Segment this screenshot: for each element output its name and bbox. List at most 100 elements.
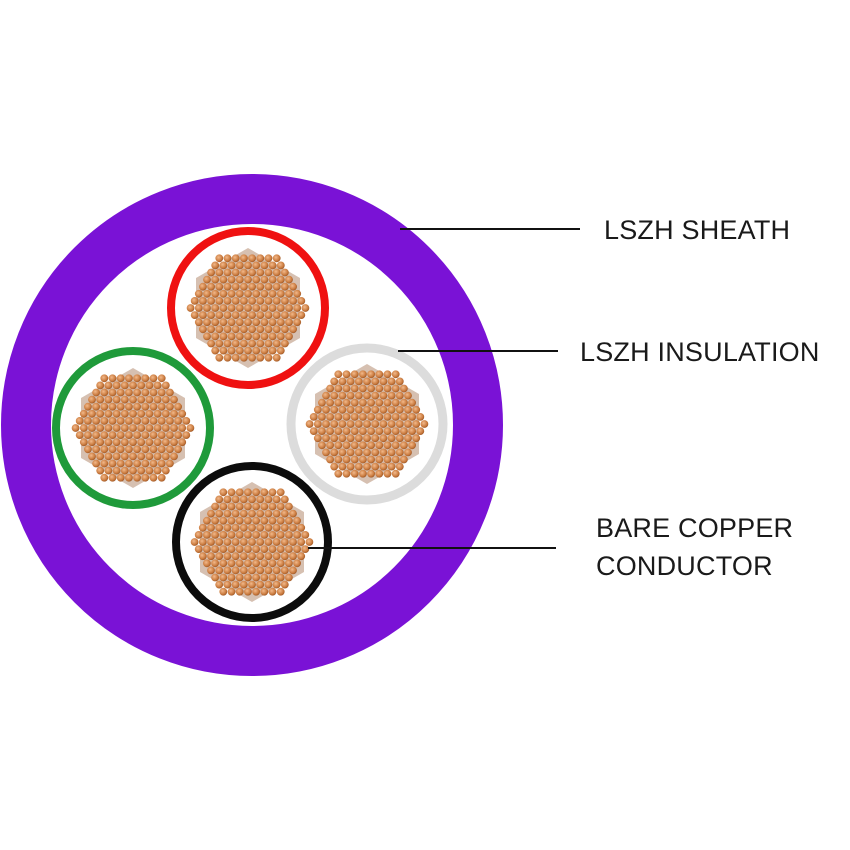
copper-strand	[231, 254, 240, 263]
copper-strand	[330, 405, 339, 414]
copper-strand	[190, 538, 199, 546]
copper-strand	[79, 424, 88, 432]
copper-strand	[391, 413, 400, 421]
copper-strand	[129, 409, 137, 418]
copper-strand	[133, 402, 142, 411]
copper-strand	[149, 417, 158, 425]
copper-strand	[334, 413, 343, 421]
copper-strand	[100, 473, 109, 482]
copper-strand	[116, 374, 125, 383]
copper-strand	[227, 318, 236, 327]
copper-strand	[256, 509, 265, 518]
core-red	[167, 227, 329, 389]
copper-strand	[203, 516, 211, 525]
copper-strand	[153, 409, 162, 418]
copper-strand	[252, 573, 260, 582]
copper-strand	[252, 332, 261, 341]
copper-strand	[268, 261, 277, 270]
copper-strand	[367, 370, 375, 379]
copper-strand	[186, 304, 195, 312]
copper-strand	[338, 420, 347, 428]
copper-strand	[318, 398, 326, 407]
copper-strand	[264, 509, 273, 518]
copper-strand	[338, 405, 347, 414]
copper-strand	[346, 462, 355, 471]
copper-strand	[272, 552, 281, 561]
copper-strand	[231, 353, 240, 362]
copper-strand	[137, 452, 146, 461]
copper-strand	[231, 282, 240, 291]
copper-strand	[301, 531, 310, 539]
copper-strand	[260, 318, 269, 327]
copper-strand	[157, 388, 166, 397]
copper-strand	[272, 509, 281, 518]
copper-strand	[264, 523, 273, 532]
copper-strand	[149, 374, 158, 383]
copper-strand	[256, 523, 265, 532]
copper-strand	[174, 445, 183, 454]
copper-strand	[297, 311, 306, 319]
copper-strand	[244, 289, 252, 298]
copper-strand	[342, 413, 351, 421]
copper-strand	[383, 427, 392, 435]
copper-strand	[330, 448, 339, 457]
copper-strand	[231, 509, 240, 518]
copper-strand	[383, 398, 392, 407]
copper-strand	[145, 452, 154, 461]
copper-strand	[260, 545, 269, 553]
copper-strand	[182, 431, 191, 439]
copper-strand	[375, 469, 384, 478]
copper-strand	[239, 580, 248, 589]
copper-strand	[219, 587, 228, 596]
copper-strand	[79, 409, 88, 418]
copper-strand	[75, 431, 84, 439]
copper-strand	[272, 282, 281, 291]
copper-strand	[330, 420, 339, 428]
copper-strand	[367, 441, 375, 450]
copper-strand	[322, 391, 330, 400]
copper-strand	[112, 381, 121, 390]
copper-strand	[133, 388, 142, 397]
copper-strand	[285, 275, 293, 284]
copper-strand	[359, 384, 367, 393]
copper-strand	[116, 445, 125, 454]
copper-strand	[354, 377, 363, 386]
insulation-label: LSZH INSULATION	[580, 337, 820, 367]
copper-strand	[100, 445, 109, 454]
copper-strand	[157, 445, 166, 454]
copper-strand	[207, 523, 215, 532]
copper-strand	[207, 325, 216, 334]
copper-strand	[207, 566, 215, 575]
copper-strand	[400, 413, 408, 421]
copper-strand	[256, 311, 265, 319]
copper-strand	[268, 587, 277, 596]
copper-strand	[219, 346, 228, 355]
copper-strand	[412, 405, 421, 414]
copper-strand	[272, 325, 281, 334]
copper-strand	[363, 462, 371, 471]
copper-strand	[281, 268, 289, 277]
copper-strand	[395, 377, 404, 386]
copper-strand	[186, 424, 195, 432]
copper-strand	[371, 434, 380, 443]
copper-strand	[100, 431, 109, 439]
copper-strand	[223, 495, 232, 504]
copper-strand	[293, 559, 301, 568]
copper-strand	[137, 409, 146, 418]
copper-strand	[120, 424, 129, 432]
copper-strand	[231, 268, 240, 277]
copper-strand	[108, 473, 117, 482]
copper-strand	[268, 289, 277, 298]
copper-strand	[219, 304, 228, 312]
copper-strand	[116, 388, 125, 397]
copper-strand	[215, 282, 224, 291]
copper-strand	[92, 402, 100, 411]
copper-strand	[342, 441, 351, 450]
copper-strand	[231, 552, 240, 561]
copper-strand	[207, 509, 215, 518]
copper-strand	[223, 297, 232, 305]
copper-strand	[239, 509, 248, 518]
copper-strand	[149, 473, 158, 482]
copper-strand	[104, 438, 113, 447]
copper-strand	[215, 495, 224, 504]
